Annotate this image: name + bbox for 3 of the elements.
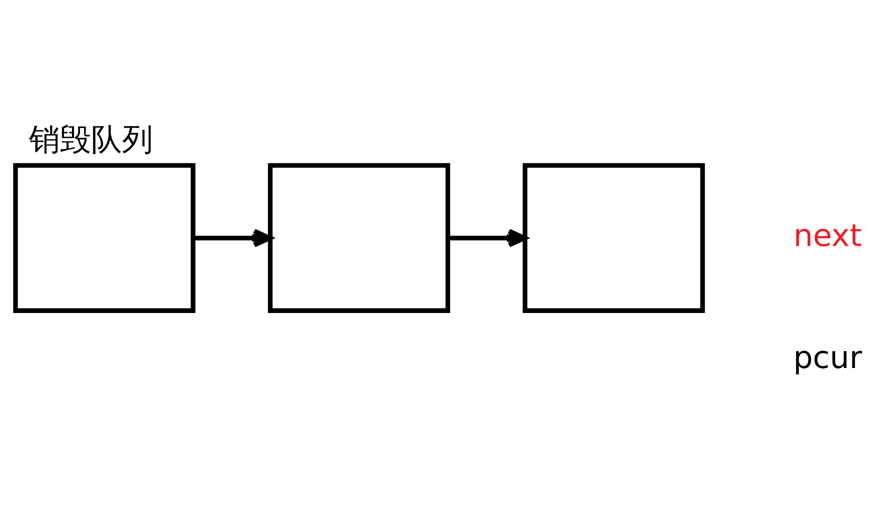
diagram-title: 销毁队列 <box>29 122 154 158</box>
label: next <box>793 217 862 254</box>
label: pcur <box>793 339 862 376</box>
